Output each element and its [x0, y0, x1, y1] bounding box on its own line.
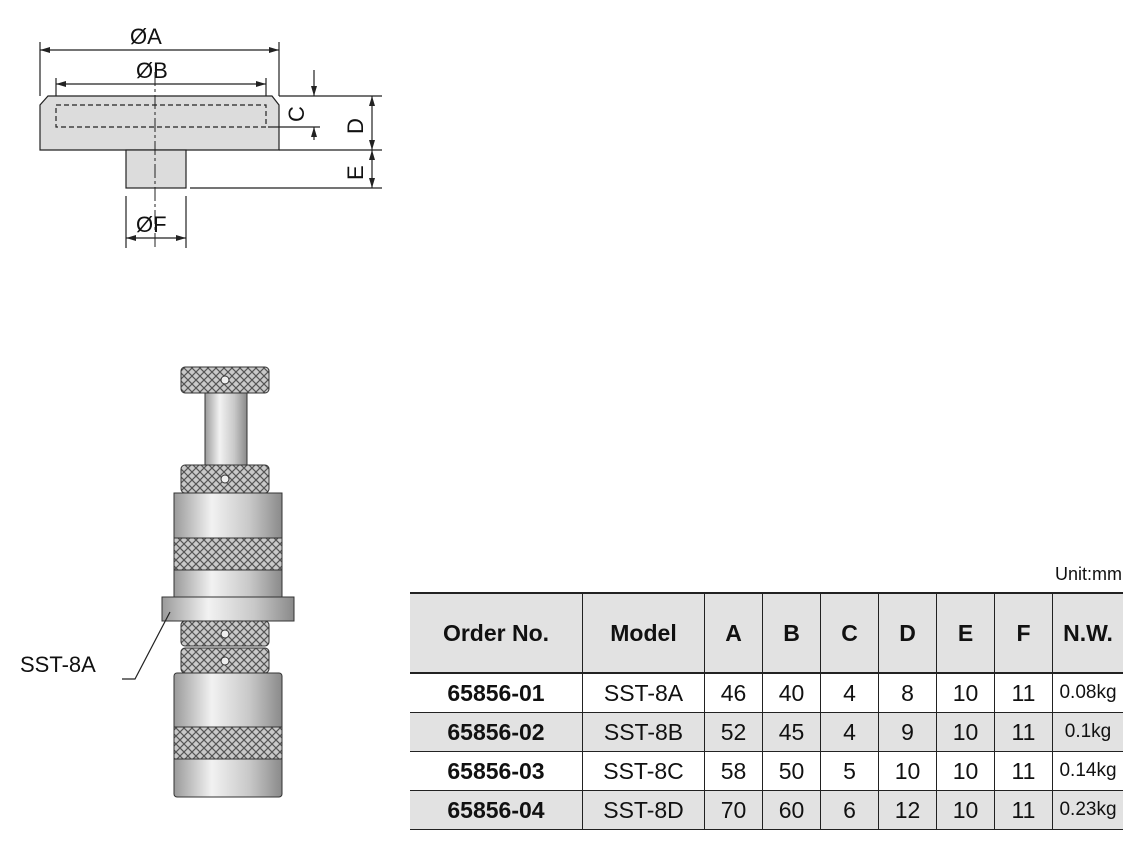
cell-nw: 0.08kg	[1052, 673, 1123, 713]
cell-a: 58	[704, 751, 763, 791]
dim-e-label: E	[343, 165, 368, 180]
cell-order-no: 65856-03	[410, 751, 583, 791]
dim-d-label: D	[343, 118, 368, 134]
cell-nw: 0.23kg	[1052, 790, 1123, 830]
table-row: 65856-04 SST-8D 70 60 6 12 10 11 0.23kg	[410, 790, 1123, 830]
header-d: D	[878, 592, 937, 674]
dim-f-label: ØF	[136, 212, 167, 237]
cell-f: 11	[994, 673, 1053, 713]
cell-b: 50	[762, 751, 821, 791]
cell-a: 46	[704, 673, 763, 713]
cell-d: 8	[878, 673, 937, 713]
header-b: B	[762, 592, 821, 674]
cell-c: 4	[820, 673, 879, 713]
cell-f: 11	[994, 751, 1053, 791]
cell-d: 10	[878, 751, 937, 791]
dim-b-label: ØB	[136, 58, 168, 83]
cell-model: SST-8B	[582, 712, 705, 752]
cell-model: SST-8A	[582, 673, 705, 713]
unit-label: Unit:mm	[1055, 564, 1122, 584]
cell-nw: 0.14kg	[1052, 751, 1123, 791]
spec-table: Order No. Model A B C D E F N.W. 65856-0…	[410, 592, 1123, 830]
header-a: A	[704, 592, 763, 674]
dim-a-label: ØA	[130, 24, 162, 49]
header-e: E	[936, 592, 995, 674]
cell-order-no: 65856-04	[410, 790, 583, 830]
cell-f: 11	[994, 790, 1053, 830]
cell-c: 5	[820, 751, 879, 791]
cell-e: 10	[936, 673, 995, 713]
cell-c: 4	[820, 712, 879, 752]
cell-b: 40	[762, 673, 821, 713]
cell-order-no: 65856-01	[410, 673, 583, 713]
cell-f: 11	[994, 712, 1053, 752]
cell-d: 12	[878, 790, 937, 830]
table-row: 65856-02 SST-8B 52 45 4 9 10 11 0.1kg	[410, 712, 1123, 752]
cell-a: 52	[704, 712, 763, 752]
dim-c-label: C	[284, 106, 309, 122]
header-model: Model	[582, 592, 705, 674]
cell-d: 9	[878, 712, 937, 752]
header-nw: N.W.	[1052, 592, 1123, 674]
cell-nw: 0.1kg	[1052, 712, 1123, 752]
cell-e: 10	[936, 790, 995, 830]
cell-order-no: 65856-02	[410, 712, 583, 752]
header-f: F	[994, 592, 1053, 674]
cell-model: SST-8D	[582, 790, 705, 830]
header-c: C	[820, 592, 879, 674]
cell-a: 70	[704, 790, 763, 830]
cell-e: 10	[936, 712, 995, 752]
table-header-row: Order No. Model A B C D E F N.W.	[410, 592, 1123, 674]
cell-b: 60	[762, 790, 821, 830]
header-order-no: Order No.	[410, 592, 583, 674]
table-row: 65856-01 SST-8A 46 40 4 8 10 11 0.08kg	[410, 673, 1123, 713]
table-row: 65856-03 SST-8C 58 50 5 10 10 11 0.14kg	[410, 751, 1123, 791]
callout-label: SST-8A	[20, 652, 96, 677]
cell-c: 6	[820, 790, 879, 830]
cell-e: 10	[936, 751, 995, 791]
cell-model: SST-8C	[582, 751, 705, 791]
cell-b: 45	[762, 712, 821, 752]
